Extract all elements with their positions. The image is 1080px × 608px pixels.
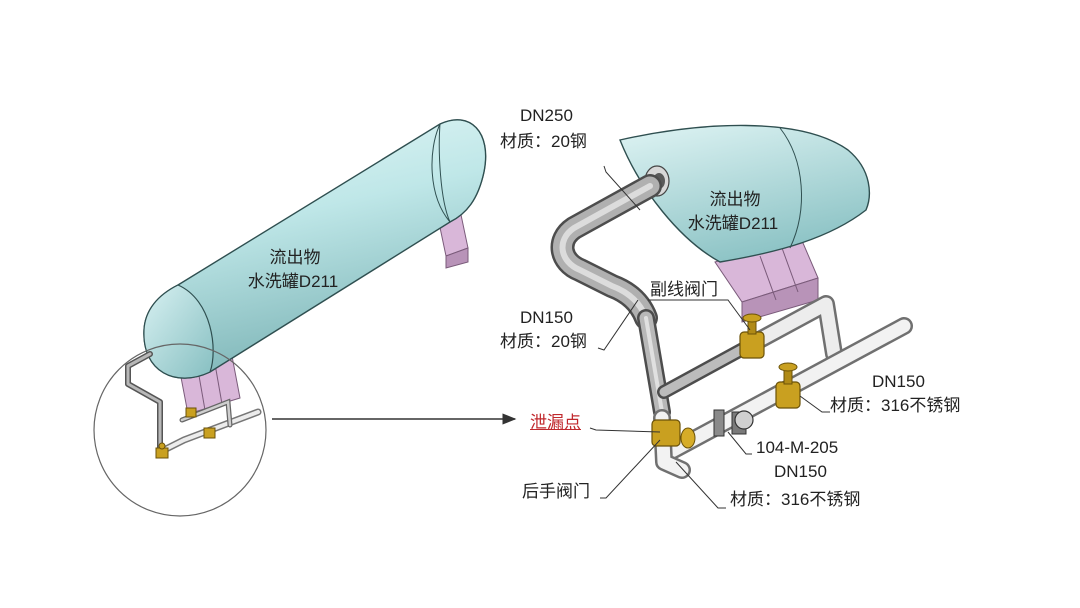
dn150-material-label: 材质：20钢	[500, 332, 587, 351]
tag-material-label: 材质：316不锈钢	[730, 490, 861, 509]
leader-tag-material	[675, 461, 726, 509]
leader-bypass	[648, 299, 751, 331]
dn150-size-label: DN150	[520, 308, 573, 327]
dn250-material-label: 材质：20钢	[500, 132, 587, 151]
rear-valve-label: 后手阀门	[522, 482, 590, 501]
leader-lines	[589, 165, 830, 509]
bypass-valve	[739, 313, 765, 359]
leader-right-dn150	[799, 395, 830, 413]
right-tank-name-line2: 水洗罐D211	[687, 214, 779, 233]
instrument-104-m-205	[713, 409, 754, 437]
left-tank-end-cap	[143, 284, 214, 379]
left-tank-name-line2: 水洗罐D211	[247, 272, 339, 291]
right-pipe-size-label: DN150	[872, 372, 925, 391]
right-tank-dome	[619, 124, 871, 263]
leader-tag	[727, 431, 752, 455]
right-tank-name-line1: 流出物	[709, 190, 761, 209]
tag-number-label: 104-M-205	[756, 438, 839, 457]
detail-magnifier-circle	[93, 343, 267, 517]
leader-dn250	[603, 165, 641, 211]
left-tank-piping	[125, 351, 262, 459]
leader-leak	[589, 427, 661, 433]
left-main-valve	[203, 427, 216, 439]
dn250-size-label: DN250	[520, 106, 573, 125]
bypass-valve-label: 副线阀门	[650, 280, 718, 299]
right-detail	[550, 124, 913, 479]
leader-rear-valve	[600, 439, 661, 499]
main-line-valve	[775, 362, 801, 409]
leader-dn150	[597, 299, 639, 351]
leak-point-label: 泄漏点	[530, 413, 581, 432]
left-tank	[93, 119, 487, 517]
right-pipe-material-label: 材质：316不锈钢	[830, 396, 961, 415]
left-tank-name-line1: 流出物	[269, 248, 321, 267]
left-rear-valve	[155, 442, 169, 459]
rear-valve	[651, 419, 696, 449]
left-bypass-valve	[185, 407, 197, 418]
tag-size-label: DN150	[774, 462, 827, 481]
